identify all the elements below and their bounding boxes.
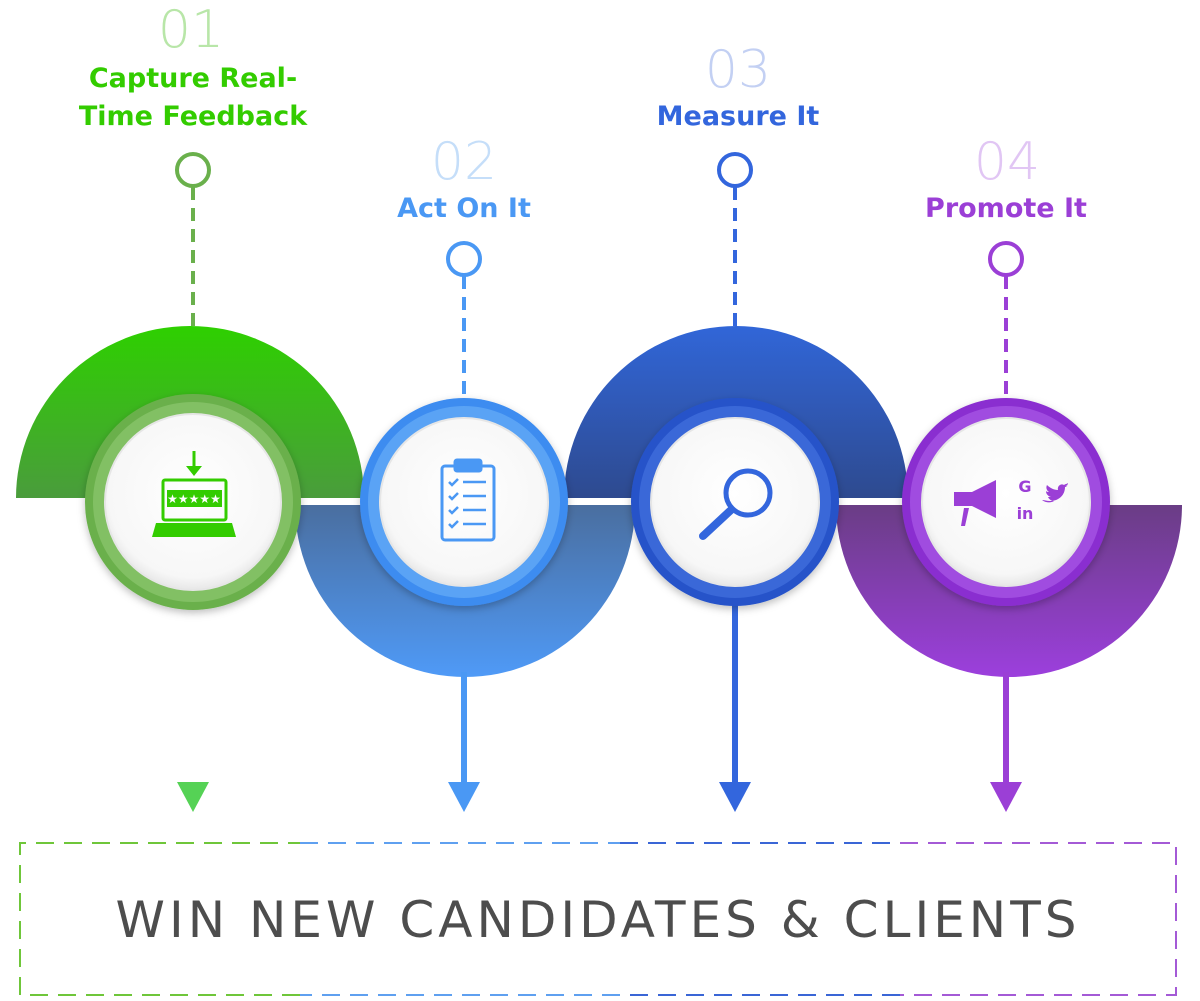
- footer-dashed-box: [19, 842, 1177, 996]
- step-1-down-arrow: [177, 600, 209, 812]
- footer-text: WIN NEW CANDIDATES & CLIENTS: [115, 891, 1081, 949]
- laptop-review-icon: ★★★★★: [152, 451, 236, 537]
- step-3-number: 03: [704, 40, 772, 100]
- step-4-medallion: [902, 398, 1110, 606]
- step-3-title: Measure It: [656, 101, 820, 132]
- step-3-medallion: [631, 398, 839, 606]
- svg-text:★★★★★: ★★★★★: [167, 492, 221, 506]
- linkedin-icon: in: [1017, 504, 1034, 523]
- step-3-connector: [717, 152, 753, 326]
- step-1-title-line2: Time Feedback: [78, 101, 308, 132]
- magnifier-icon: [699, 468, 773, 540]
- step-1-number: 01: [157, 0, 225, 60]
- google-icon: G: [1018, 477, 1031, 496]
- step-4-connector: [988, 241, 1024, 400]
- clipboard-checklist-icon: [440, 458, 496, 542]
- step-4-title: Promote It: [925, 193, 1087, 224]
- step-1-title: Capture Real- Time Feedback: [40, 60, 346, 136]
- step-2-number: 02: [430, 132, 498, 192]
- step-2-down-arrow: [448, 672, 480, 812]
- step-3-down-arrow: [719, 600, 751, 812]
- step-1-connector: [175, 152, 211, 326]
- step-4-down-arrow: [990, 672, 1022, 812]
- step-2-connector: [446, 241, 482, 400]
- megaphone-social-icon: G in: [954, 477, 1068, 526]
- step-2-title: Act On It: [397, 193, 531, 224]
- step-4-number: 04: [973, 132, 1041, 192]
- step-2-medallion: [360, 398, 568, 606]
- step-1-title-line1: Capture Real-: [88, 63, 298, 94]
- twitter-icon: [1042, 483, 1068, 503]
